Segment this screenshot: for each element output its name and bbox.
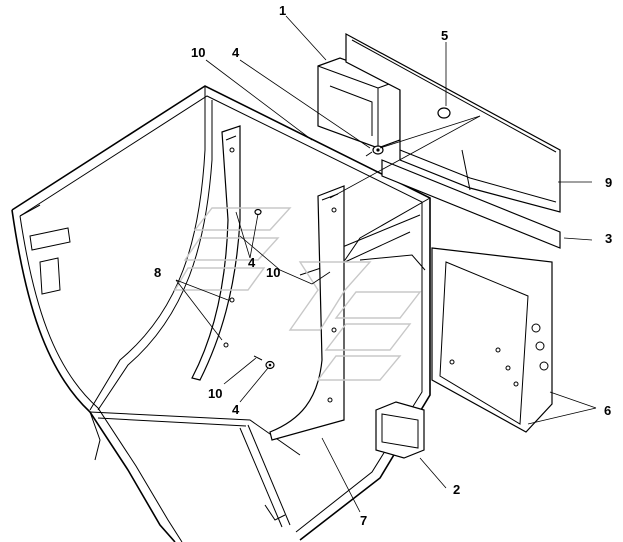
part-9-rail: [345, 32, 561, 213]
part-5-knob: [437, 107, 451, 119]
callout-1: 1: [279, 3, 286, 18]
callout-10: 10: [191, 45, 205, 60]
callout-5: 5: [441, 28, 448, 43]
part-2-block: [375, 401, 425, 459]
callout-3: 3: [605, 231, 612, 246]
cab-frame: [11, 85, 431, 542]
callout-4: 4: [232, 402, 240, 417]
part-6-panel: [431, 247, 553, 433]
callout-9: 9: [605, 175, 612, 190]
watermark-logo: [173, 207, 422, 381]
callout-4: 4: [232, 45, 240, 60]
callout-7: 7: [360, 513, 367, 528]
part-3-strip: [381, 159, 561, 249]
callout-10: 10: [266, 265, 280, 280]
callout-4: 4: [248, 255, 256, 270]
part-7-pillar-trim: [269, 185, 345, 441]
callout-10: 10: [208, 386, 222, 401]
callout-2: 2: [453, 482, 460, 497]
part-8-pillar-trim: [191, 125, 241, 381]
leader-lines: [175, 15, 597, 513]
callout-6: 6: [604, 403, 611, 418]
callout-8: 8: [154, 265, 161, 280]
callout-labels: 1 10 4 5 9 3 4 10 8 10 4 6 2 7: [154, 3, 612, 528]
